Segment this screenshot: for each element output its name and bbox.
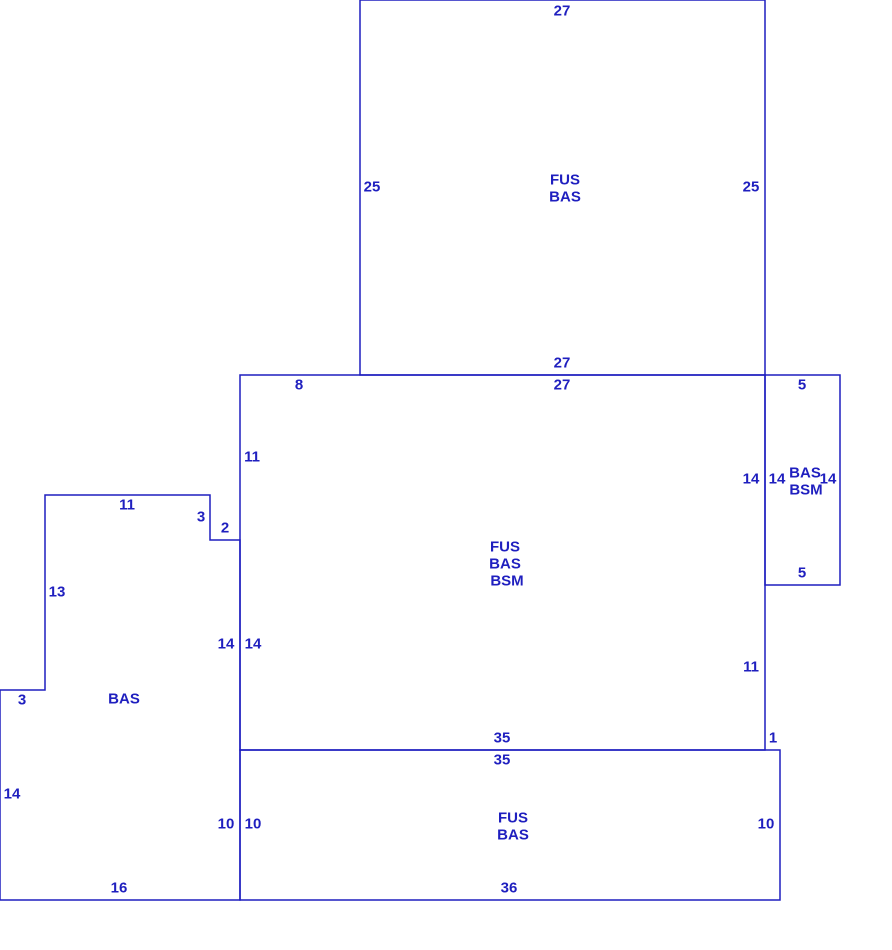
area-right-small-label-1: BAS [789,465,821,482]
dimension-label: 8 [295,377,303,394]
dimension-label: 10 [758,816,775,833]
dimension-label: 14 [820,471,837,488]
area-bottom-label-2: BAS [497,827,529,844]
dimension-label: 10 [245,816,262,833]
area-main-label-2: BAS [489,556,521,573]
dimension-label: 1 [769,730,777,747]
dimension-label: 25 [743,179,760,196]
dimension-label: 27 [554,3,571,20]
area-bottom-label-1: FUS [498,810,528,827]
dimension-label: 11 [743,659,759,676]
dimension-label: 25 [364,179,381,196]
dimension-label: 14 [4,786,21,803]
dimension-label: 35 [494,752,511,769]
dimension-label: 14 [743,471,760,488]
dimension-label: 35 [494,730,511,747]
area-right-small-label-2: BSM [789,482,822,499]
area-left-label-1: BAS [108,691,140,708]
dimension-label: 14 [245,636,262,653]
dimension-label: 10 [218,816,235,833]
dimension-label: 11 [119,497,135,514]
dimension-label: 2 [221,520,229,537]
area-top-label-1: FUS [550,172,580,189]
area-left-outline [0,494,241,901]
dimension-label: 5 [798,565,806,582]
dimension-label: 5 [798,377,806,394]
dimension-label: 27 [554,377,571,394]
dimension-label: 3 [18,692,26,709]
dimension-label: 13 [49,584,66,601]
area-right-small-outline [764,374,841,586]
dimension-label: 11 [244,449,260,466]
dimension-label: 27 [554,355,571,372]
dimension-label: 3 [197,509,205,526]
dimension-label: 14 [769,471,786,488]
area-main-label-1: FUS [490,539,520,556]
dimension-label: 36 [501,880,518,897]
area-main-label-3: BSM [490,573,523,590]
dimension-label: 16 [111,880,128,897]
dimension-label: 14 [218,636,235,653]
area-top-label-2: BAS [549,189,581,206]
